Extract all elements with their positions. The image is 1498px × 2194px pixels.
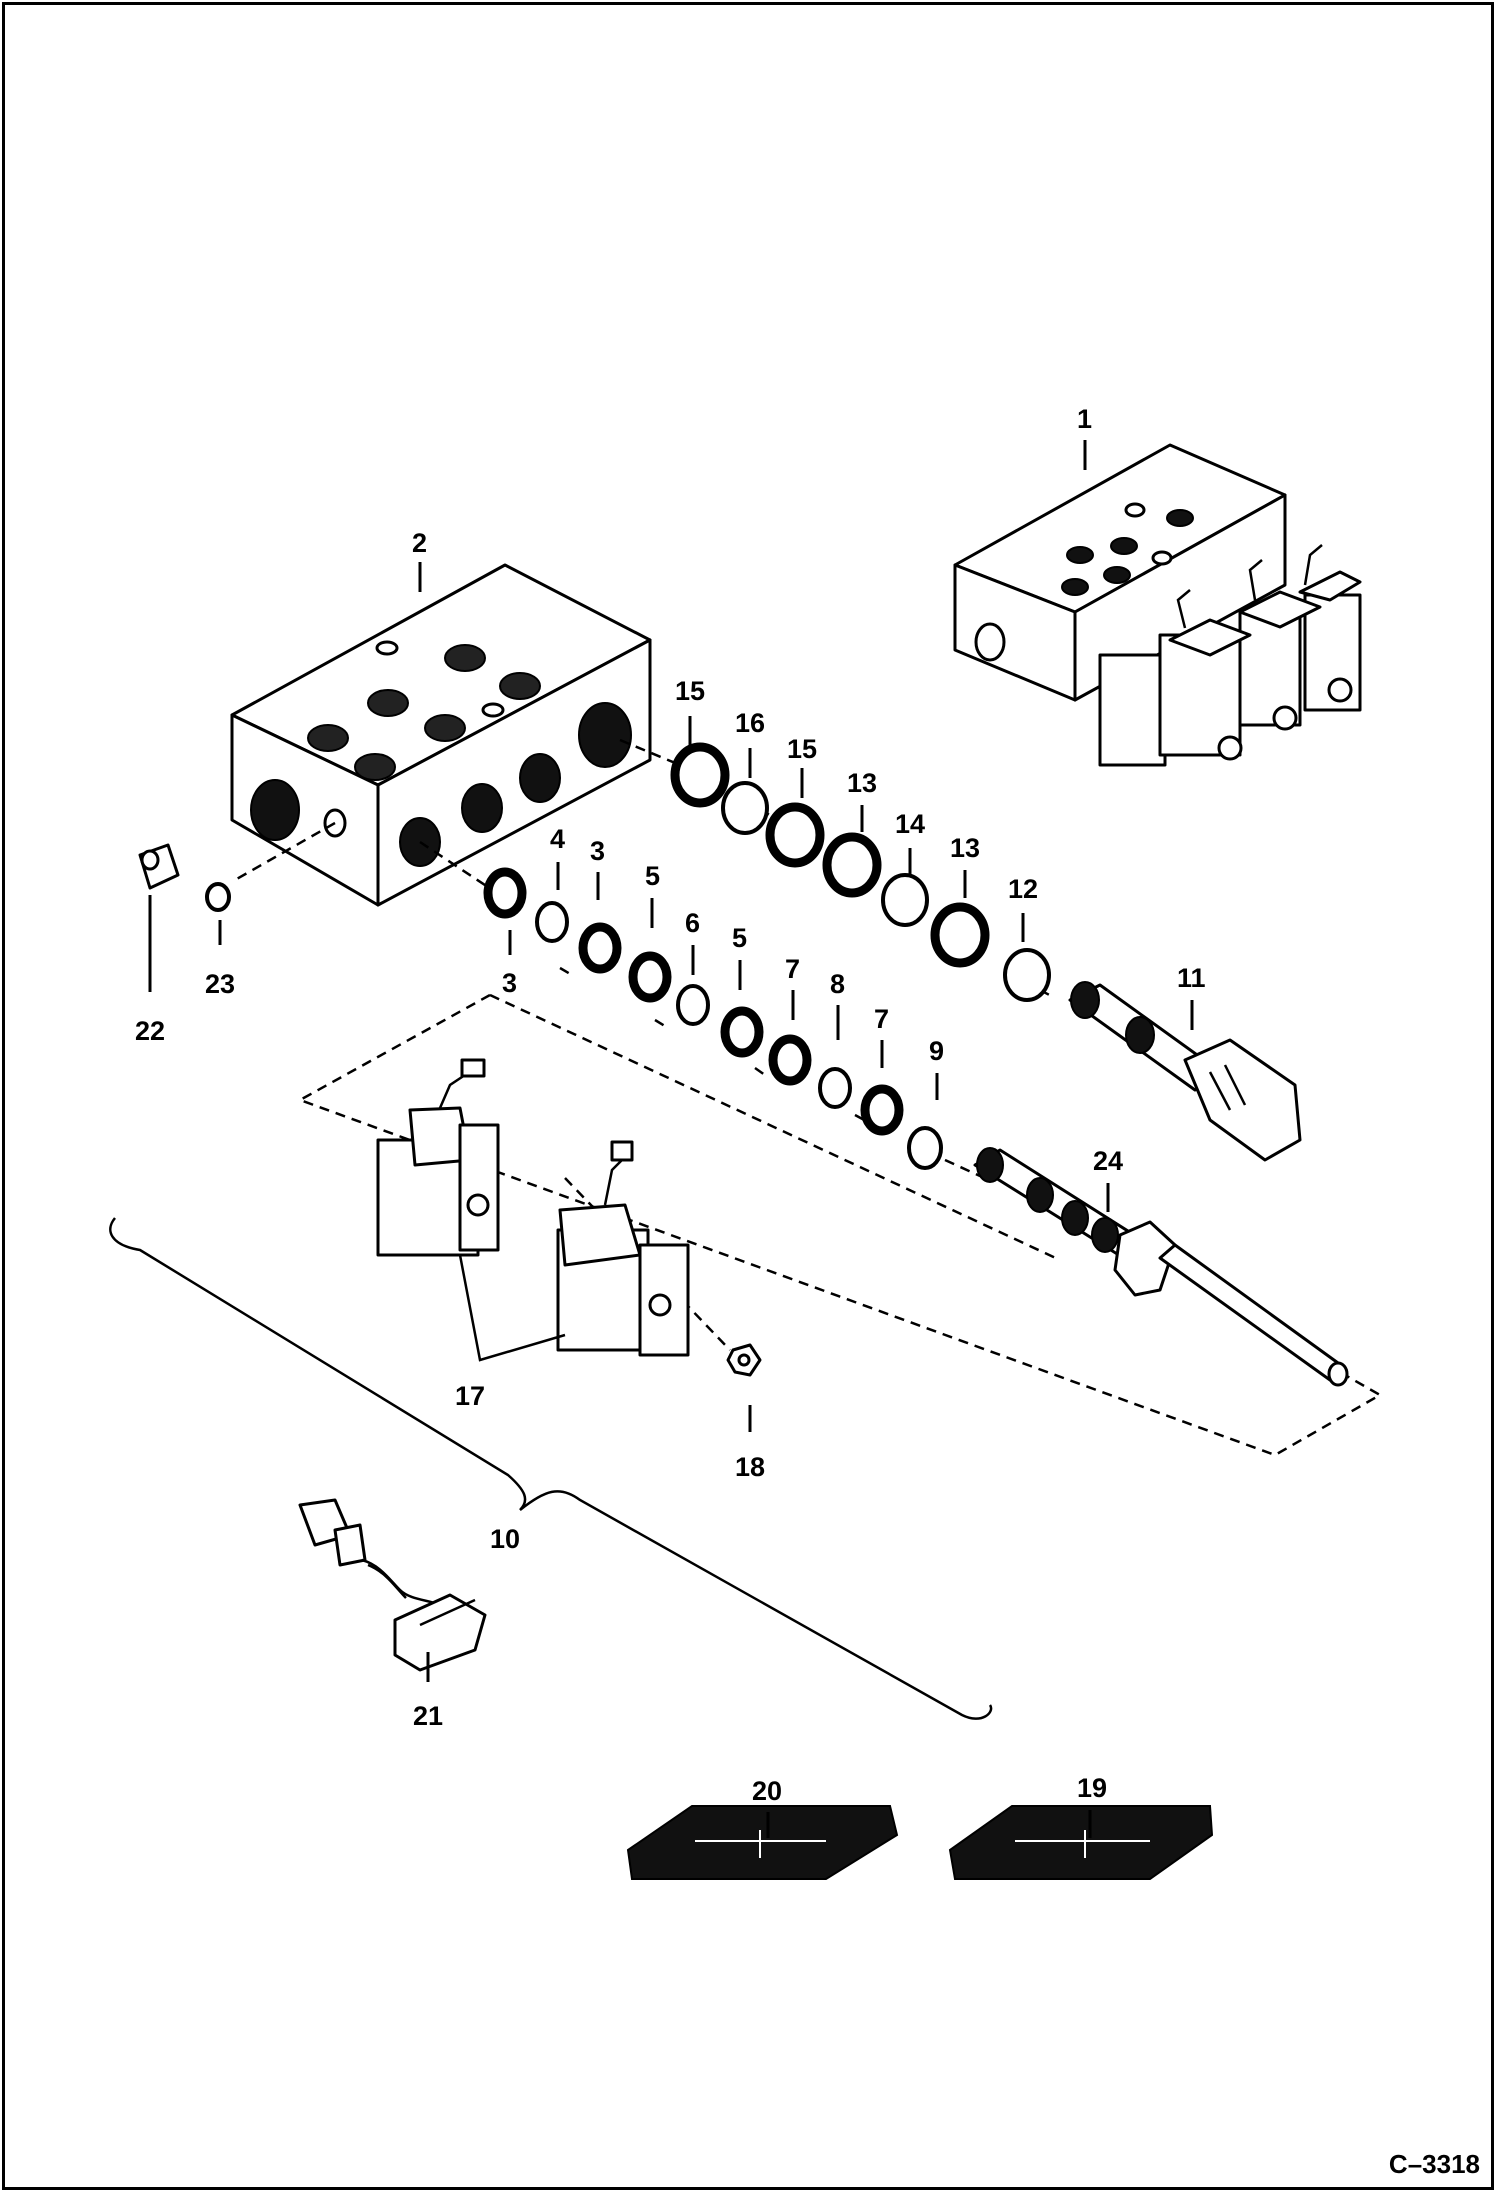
callout-12: 12 <box>1008 874 1038 904</box>
callout-6: 6 <box>685 908 700 938</box>
callout-17: 17 <box>455 1381 485 1411</box>
callout-18: 18 <box>735 1452 765 1482</box>
callout-16: 16 <box>735 708 765 738</box>
callout-24: 24 <box>1093 1146 1123 1176</box>
cartridge-valve <box>1068 981 1302 1162</box>
valve-assembly <box>953 443 1362 767</box>
callout-2: 2 <box>412 528 427 558</box>
callout-4: 4 <box>550 824 565 854</box>
callout-20: 20 <box>752 1776 782 1806</box>
callout-15b: 15 <box>787 734 817 764</box>
solenoid-coils <box>376 1058 690 1362</box>
callout-14: 14 <box>895 809 925 839</box>
valve-body <box>230 563 652 907</box>
callout-13a: 13 <box>847 768 877 798</box>
callout-9: 9 <box>929 1036 944 1066</box>
callout-8: 8 <box>830 969 845 999</box>
callout-15a: 15 <box>675 676 705 706</box>
decals <box>626 1805 1214 1880</box>
lower-seal-stack <box>483 867 943 1170</box>
callout-labels: 1 2 15 16 15 13 14 13 12 11 4 3 5 6 5 7 … <box>135 404 1206 1806</box>
spool-valve <box>973 1147 1349 1387</box>
callout-7b: 7 <box>874 1004 889 1034</box>
callout-19: 19 <box>1077 1773 1107 1803</box>
callout-5b: 5 <box>732 923 747 953</box>
callout-5a: 5 <box>645 861 660 891</box>
leader-lines <box>148 440 1194 1838</box>
callout-22: 22 <box>135 1016 165 1046</box>
callout-21: 21 <box>413 1701 443 1731</box>
callout-23: 23 <box>205 969 235 999</box>
callout-11: 11 <box>1177 963 1206 993</box>
wiring-harness <box>298 1498 487 1672</box>
callout-13b: 13 <box>950 833 980 863</box>
callout-3a: 3 <box>502 968 517 998</box>
upper-seal-stack <box>670 742 1051 1002</box>
callout-10: 10 <box>490 1524 520 1554</box>
callout-3b: 3 <box>590 836 605 866</box>
callout-1: 1 <box>1077 404 1092 434</box>
plug-and-oring <box>138 843 231 912</box>
figure-code: C–3318 <box>1388 2149 1480 2179</box>
callout-7a: 7 <box>785 954 800 984</box>
assembly-brace <box>109 1217 993 1720</box>
